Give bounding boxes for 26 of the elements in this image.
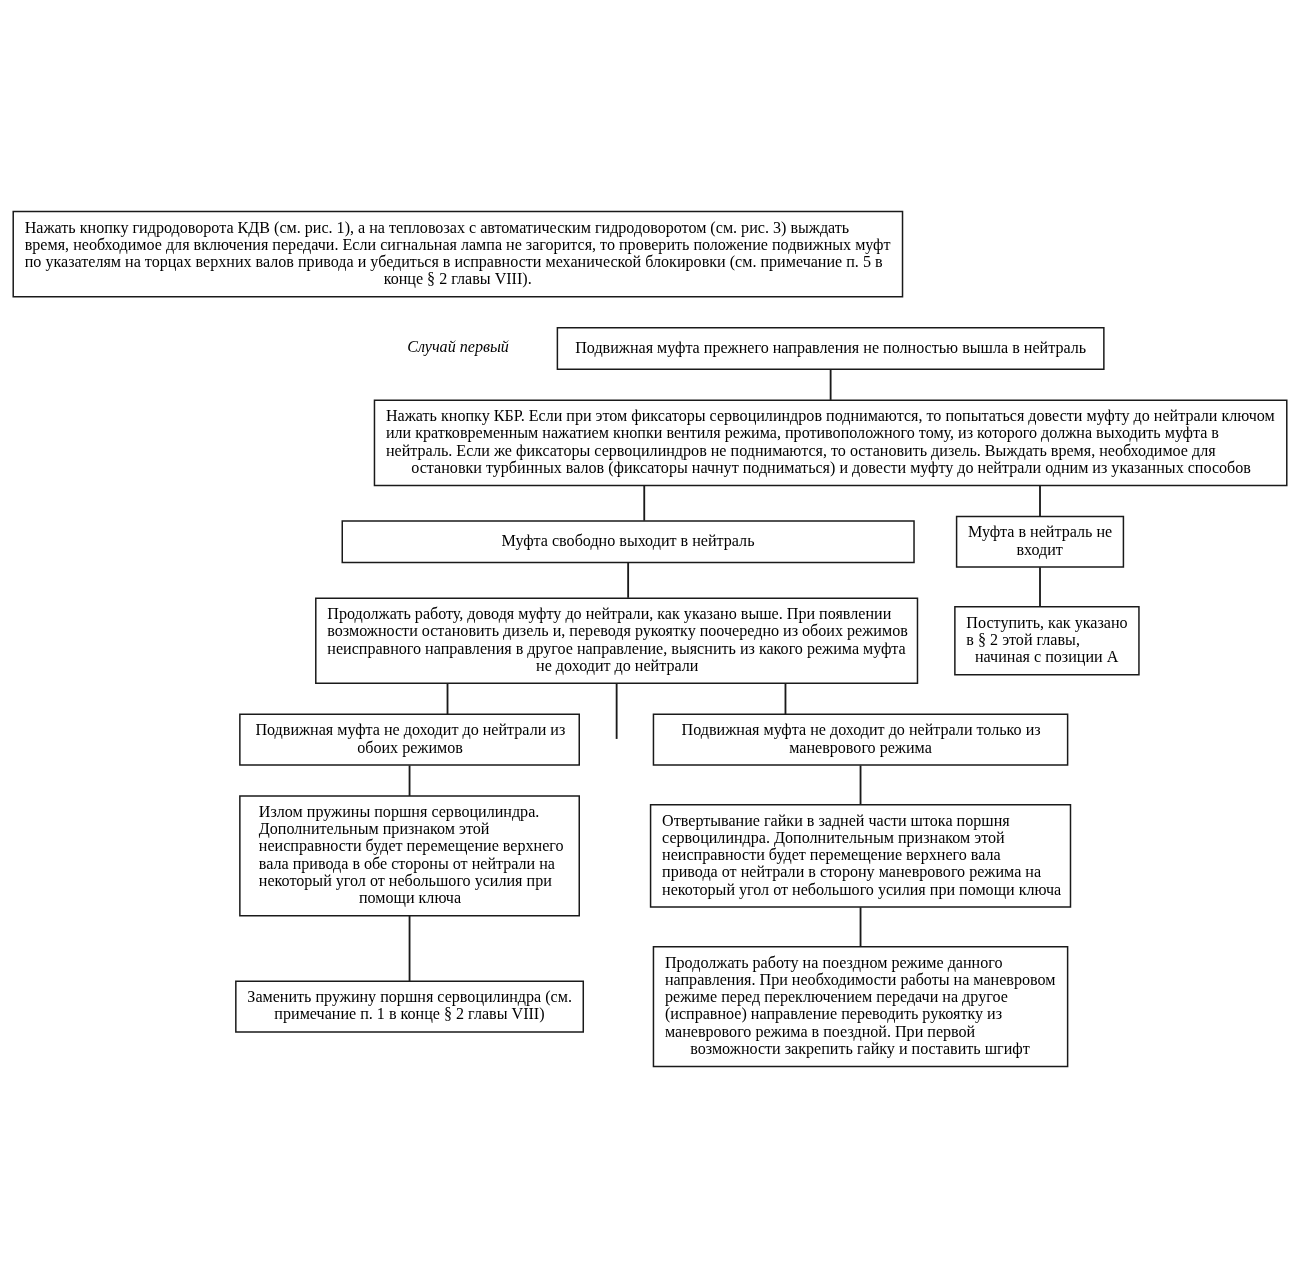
connector <box>408 914 411 982</box>
node-box: Подвижная муфта не доходит до нейтрали из обоих режимов <box>239 713 580 766</box>
node-box: Излом пружины поршня сервоцилиндра. Дополнительным признаком этой неисправности будет перемещение верхнего вала привода в обе стороны от нейтрали на некоторый угол от небольшого усилия при помощи ключа <box>239 795 580 917</box>
connector <box>1039 484 1041 518</box>
connector <box>859 764 862 806</box>
connector <box>627 561 630 599</box>
label: Случай первый <box>407 337 509 355</box>
connector <box>615 682 618 740</box>
connector <box>784 682 787 716</box>
connector <box>408 764 411 797</box>
node-box: Нажать кнопку гидродоворота КДВ (см. рис. 1), а на тепловозах с автоматическим гидродоворотом (см. рис. 3) выждать время, необходимое для включения передачи. Если сигнальная лампа не загорится, то проверить положение подвижных муфт по указателям на торцах верхних валов привода и убедиться в исправности механической блокировки (см. примечание п. 5 в конце § 2 главы VIII). <box>12 210 904 298</box>
node-box: Продолжать работу, доводя муфту до нейтрали, как указано выше. При появлении возможности остановить дизель и, переводя рукоятку поочередно из обоих режимов неисправного направления в другое направление, выяснить из какого режима муфта не доходит до нейтрали <box>315 597 919 685</box>
connector <box>446 682 449 716</box>
connector <box>643 484 646 522</box>
node-box: Нажать кнопку КБР. Если при этом фиксаторы сервоцилиндров поднимаются, то попытаться довести муфту до нейтрали ключом или кратковременным нажатием кнопки вентиля режима, противоположного тому, из которого должна выходить муфта в нейтраль. Если же фиксаторы сервоцилиндров не поднимаются, то остановить дизель. Выждать время, необходимое для остановки турбинных валов (фиксаторы начнут подниматься) и довести муфту до нейтрали одним из указанных способов <box>373 399 1288 487</box>
node-box: Продолжать работу на поездном режиме данного направления. При необходимости работы на маневровом режиме перед переключением передачи на другое (исправное) направление переводить рукоятку из маневрового режима в поездной. При первой возможности закрепить гайку и поставить шгифт <box>652 946 1069 1068</box>
node-box: Муфта свободно выходит в нейтраль <box>341 520 915 564</box>
node-box: Заменить пружину поршня сервоцилиндра (см. примечание п. 1 в конце § 2 главы VIII) <box>235 980 584 1033</box>
connector <box>859 906 862 948</box>
node-box: Поступить, как указано в § 2 этой главы, начиная с позиции А <box>954 606 1140 676</box>
connector <box>1039 566 1041 608</box>
connector <box>829 368 832 401</box>
node-box: Подвижная муфта не доходит до нейтрали только из маневрового режима <box>652 713 1069 766</box>
node-box: Отвертывание гайки в задней части штока поршня сервоцилиндра. Дополнительным признаком этой неисправности будет перемещение верхнего вала привода от нейтрали в сторону маневрового режима на некоторый угол от небольшого усилия при помощи ключа <box>649 803 1072 908</box>
node-box: Подвижная муфта прежнего направления не полностью вышла в нейтраль <box>556 327 1105 370</box>
node-box: Муфта в нейтраль не входит <box>955 515 1125 568</box>
